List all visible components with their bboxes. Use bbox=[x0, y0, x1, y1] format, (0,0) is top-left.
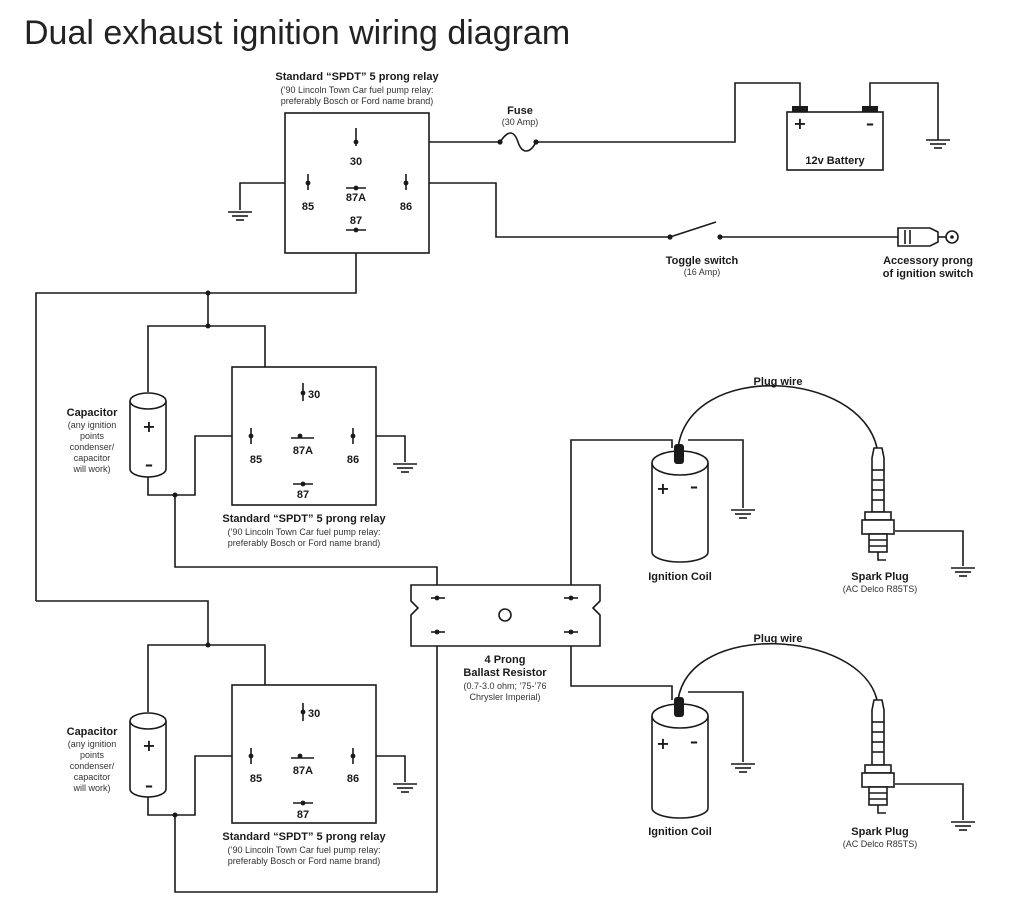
ignition-coil-upper: + – Ignition Coil Plug wire bbox=[648, 376, 802, 583]
spark-plug-label: Spark Plug bbox=[851, 826, 908, 838]
fuse-rating: (30 Amp) bbox=[502, 117, 539, 127]
relay-note: preferably Bosch or Ford name brand) bbox=[228, 856, 381, 866]
relay-title: Standard “SPDT” 5 prong relay bbox=[222, 831, 386, 843]
pin-86-label: 86 bbox=[347, 773, 359, 785]
capacitor-note: points bbox=[80, 431, 105, 441]
battery-minus: – bbox=[866, 114, 874, 133]
capacitor-note: capacitor bbox=[74, 453, 111, 463]
capacitor-note: condenser/ bbox=[70, 761, 115, 771]
accessory-label: Accessory prong bbox=[883, 255, 973, 267]
ground-icon bbox=[950, 567, 976, 577]
relay-note: (’90 Lincoln Town Car fuel pump relay: bbox=[281, 85, 434, 95]
capacitor-label: Capacitor bbox=[67, 407, 118, 419]
spark-plug-model: (AC Delco R85TS) bbox=[843, 584, 918, 594]
pin-85-label: 85 bbox=[250, 454, 262, 466]
capacitor-plus: + bbox=[142, 417, 155, 436]
pin-87-label: 87 bbox=[297, 489, 309, 501]
diagram-title: Dual exhaust ignition wiring diagram bbox=[24, 14, 571, 52]
pin-30-label: 30 bbox=[350, 156, 362, 168]
coil-minus: – bbox=[690, 477, 698, 496]
relay-title: Standard “SPDT” 5 prong relay bbox=[222, 513, 386, 525]
spark-plug-lower: Spark Plug (AC Delco R85TS) bbox=[843, 699, 918, 849]
ballast-resistor: 4 Prong Ballast Resistor (0.7-3.0 ohm; ’… bbox=[410, 584, 601, 702]
ground-icon bbox=[392, 463, 418, 473]
ignition-key-icon: Accessory prong of ignition switch bbox=[883, 227, 974, 280]
coil-plus: + bbox=[656, 734, 669, 753]
coil-plus: + bbox=[656, 479, 669, 498]
ballast-note: (0.7-3.0 ohm; ’75-’76 bbox=[463, 681, 546, 691]
pin-85-label: 85 bbox=[302, 201, 314, 213]
battery-plus: + bbox=[793, 114, 806, 133]
pin-87a-label: 87A bbox=[293, 445, 313, 457]
toggle-label: Toggle switch bbox=[666, 255, 739, 267]
spark-plug-upper: Spark Plug (AC Delco R85TS) bbox=[843, 447, 918, 594]
capacitor-note: condenser/ bbox=[70, 442, 115, 452]
spark-plug-label: Spark Plug bbox=[851, 571, 908, 583]
capacitor-note: will work) bbox=[73, 464, 111, 474]
pin-87a-label: 87A bbox=[346, 192, 366, 204]
capacitor-lower: + – Capacitor (any ignition points conde… bbox=[67, 712, 167, 798]
relay-top: Standard “SPDT” 5 prong relay (’90 Linco… bbox=[275, 71, 439, 254]
battery-label: 12v Battery bbox=[805, 155, 865, 167]
battery-body bbox=[786, 111, 884, 171]
capacitor-upper: + – Capacitor (any ignition points conde… bbox=[67, 392, 167, 478]
coil-label: Ignition Coil bbox=[648, 571, 712, 583]
relay-title: Standard “SPDT” 5 prong relay bbox=[275, 71, 439, 83]
capacitor-note: (any ignition bbox=[68, 739, 117, 749]
capacitor-minus: – bbox=[145, 776, 153, 795]
wires bbox=[35, 82, 964, 893]
capacitor-minus: – bbox=[145, 455, 153, 474]
relay-note: preferably Bosch or Ford name brand) bbox=[228, 538, 381, 548]
ground-icon bbox=[730, 763, 756, 773]
battery: + – 12v Battery bbox=[786, 106, 884, 171]
relay-middle: 30 85 87A 86 87 Standard “SPDT” 5 prong … bbox=[222, 366, 386, 548]
ground-icon bbox=[730, 509, 756, 519]
battery-terminal-positive bbox=[792, 106, 808, 112]
relay-note: (’90 Lincoln Town Car fuel pump relay: bbox=[228, 845, 381, 855]
toggle-switch: Toggle switch (16 Amp) bbox=[666, 221, 739, 277]
fuse: Fuse (30 Amp) bbox=[497, 105, 539, 152]
ground-icon bbox=[950, 821, 976, 831]
pin-85-label: 85 bbox=[250, 773, 262, 785]
coil-minus: – bbox=[690, 732, 698, 751]
capacitor-label: Capacitor bbox=[67, 726, 118, 738]
pin-30-label: 30 bbox=[308, 708, 320, 720]
ballast-label: Ballast Resistor bbox=[463, 667, 547, 679]
battery-terminal-negative bbox=[862, 106, 878, 112]
capacitor-note: capacitor bbox=[74, 772, 111, 782]
pin-87-label: 87 bbox=[350, 215, 362, 227]
pin-87a-label: 87A bbox=[293, 765, 313, 777]
spark-plug-model: (AC Delco R85TS) bbox=[843, 839, 918, 849]
ignition-coil-lower: + – Ignition Coil Plug wire bbox=[648, 633, 802, 838]
capacitor-note: will work) bbox=[73, 783, 111, 793]
coil-label: Ignition Coil bbox=[648, 826, 712, 838]
accessory-label: of ignition switch bbox=[883, 268, 974, 280]
junction-dots bbox=[172, 290, 211, 818]
pin-87-label: 87 bbox=[297, 809, 309, 821]
capacitor-plus: + bbox=[142, 736, 155, 755]
plug-wire-label: Plug wire bbox=[754, 376, 803, 388]
ballast-label: 4 Prong bbox=[485, 654, 526, 666]
ground-icon bbox=[925, 139, 951, 149]
toggle-rating: (16 Amp) bbox=[684, 267, 721, 277]
ballast-note: Chrysler Imperial) bbox=[469, 692, 540, 702]
ground-icon bbox=[392, 783, 418, 793]
relay-note: (’90 Lincoln Town Car fuel pump relay: bbox=[228, 527, 381, 537]
pin-86-label: 86 bbox=[347, 454, 359, 466]
ground-icon bbox=[227, 211, 253, 221]
pin-86-label: 86 bbox=[400, 201, 412, 213]
fuse-label: Fuse bbox=[507, 105, 533, 117]
relay-note: preferably Bosch or Ford name brand) bbox=[281, 96, 434, 106]
pin-30-label: 30 bbox=[308, 389, 320, 401]
plug-wire-label: Plug wire bbox=[754, 633, 803, 645]
capacitor-note: points bbox=[80, 750, 105, 760]
relay-lower: 30 85 87A 86 87 Standard “SPDT” 5 prong … bbox=[222, 684, 386, 866]
capacitor-note: (any ignition bbox=[68, 420, 117, 430]
